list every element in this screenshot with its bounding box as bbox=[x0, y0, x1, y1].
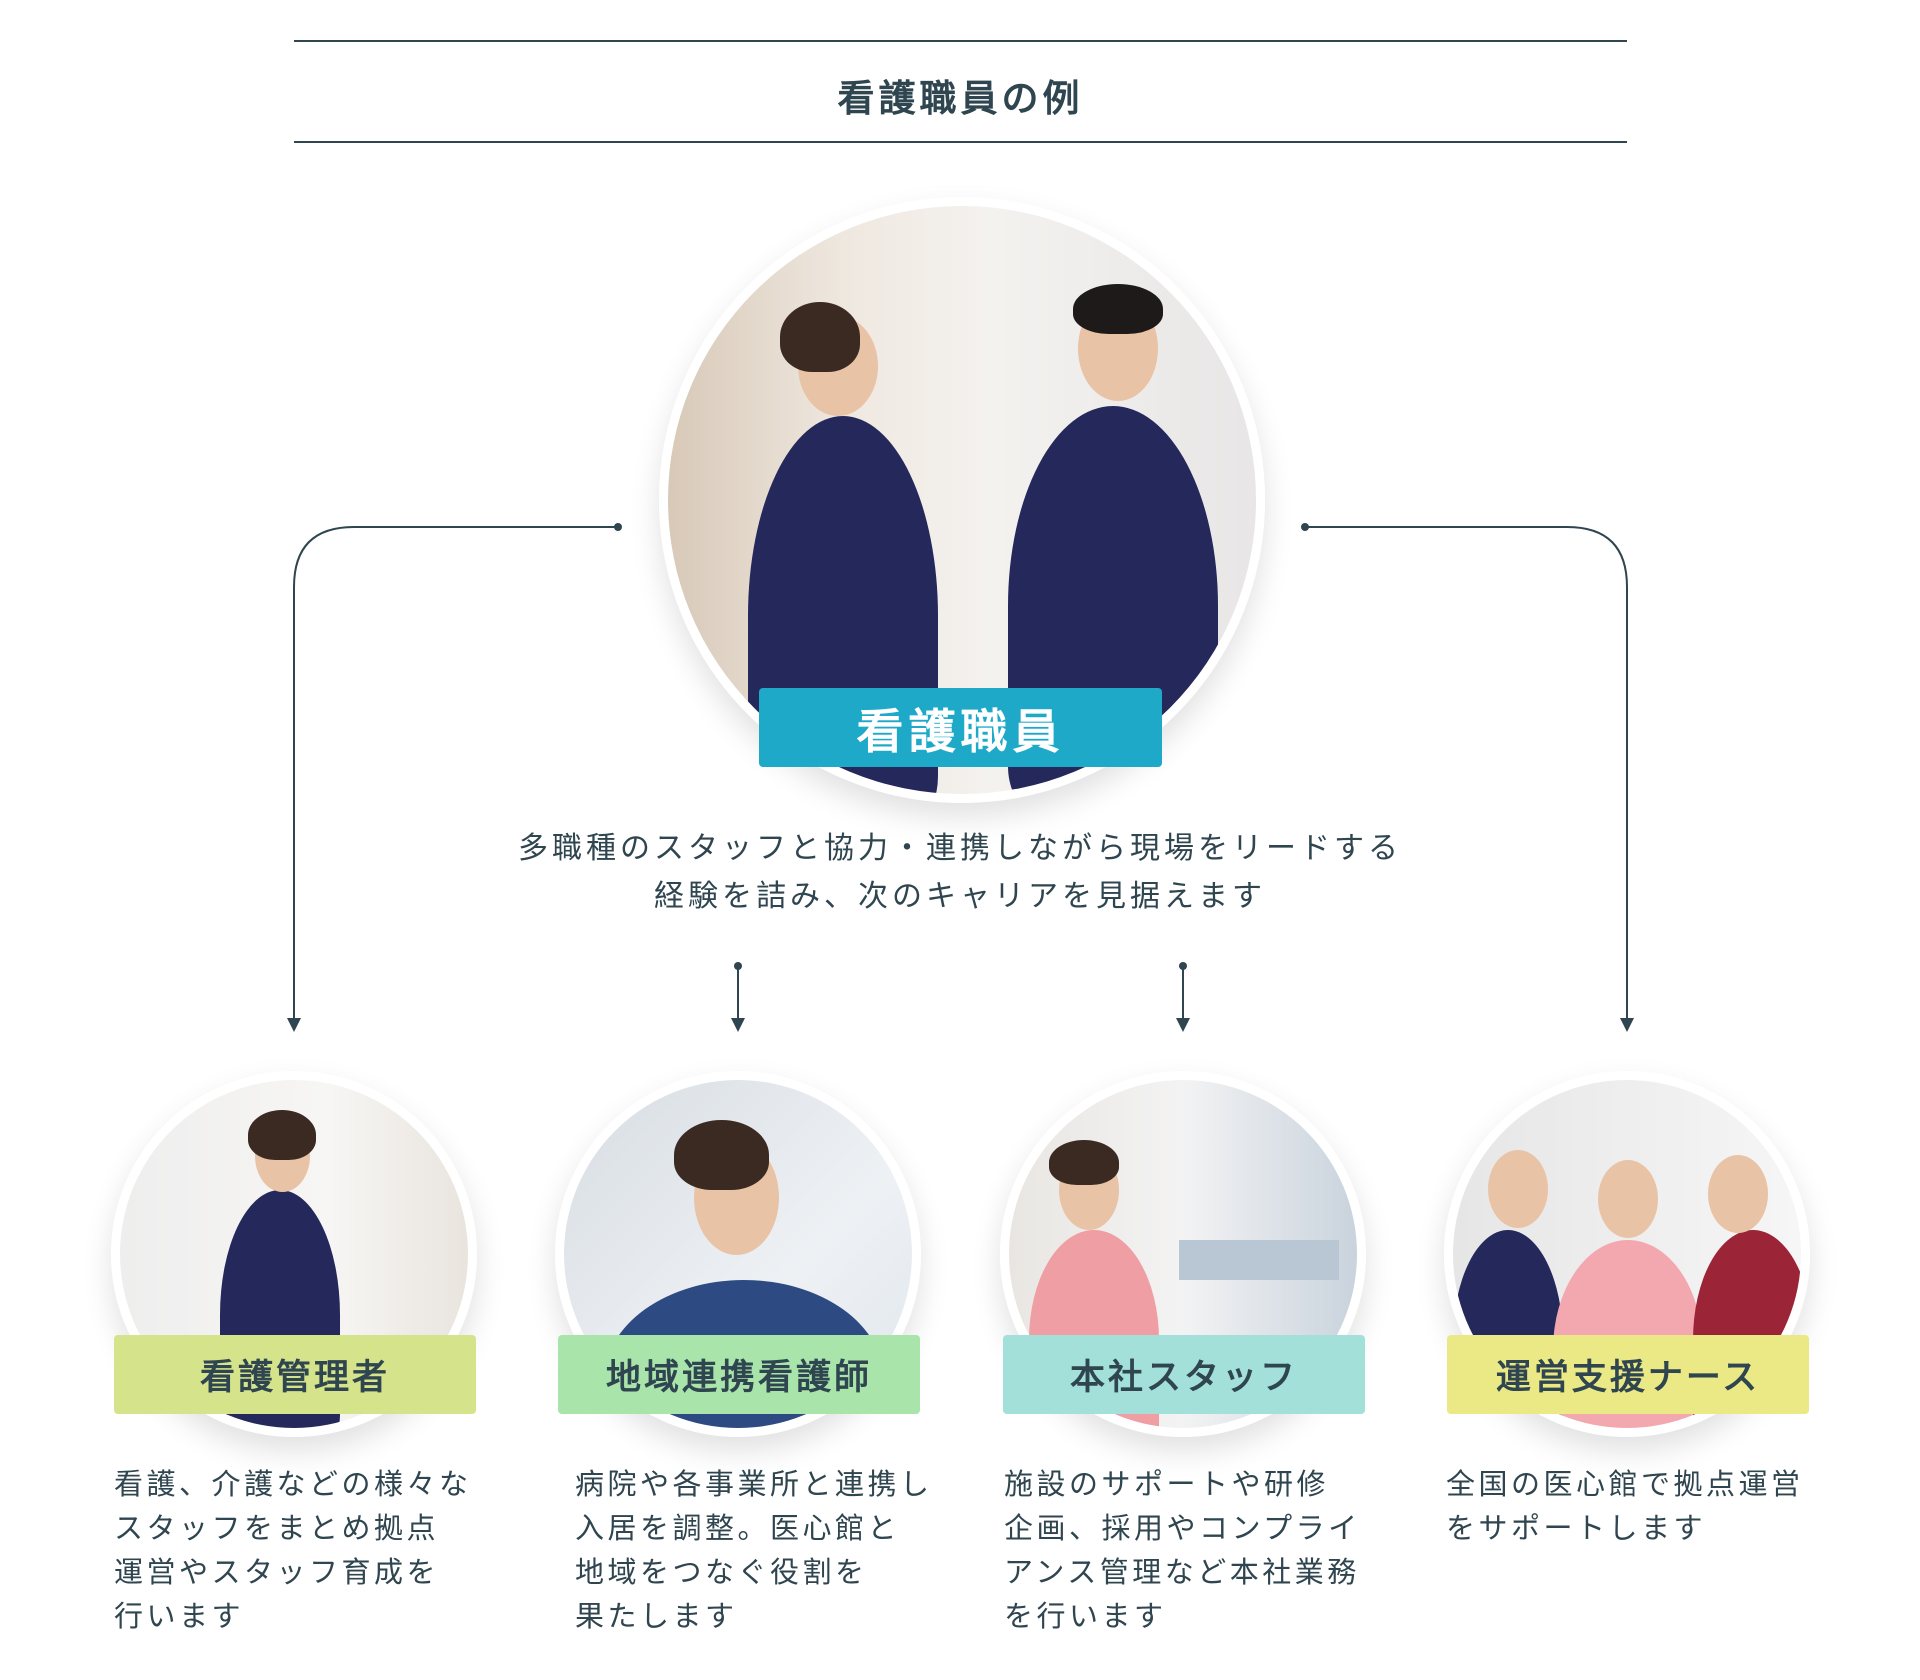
connector-right bbox=[1305, 526, 1628, 1028]
main-description-line: 経験を詰み、次のキャリアを見据えます bbox=[654, 879, 1266, 914]
connector-left bbox=[293, 526, 618, 1028]
role-label-head-office-staff: 本社スタッフ bbox=[1003, 1335, 1365, 1414]
title-bottom-rule bbox=[294, 141, 1627, 143]
role-label-community-nurse: 地域連携看護師 bbox=[558, 1335, 920, 1414]
role-description-support-nurse: 全国の医心館で拠点運営 をサポートします bbox=[1446, 1467, 1804, 1545]
arrow-head-icon bbox=[731, 1018, 745, 1032]
role-description-head-office-staff: 施設のサポートや研修 企画、採用やコンプライ アンス管理など本社業務 を行います bbox=[1004, 1467, 1361, 1633]
role-description-nurse-manager: 看護、介護などの様々な スタッフをまとめ拠点 運営やスタッフ育成を 行います bbox=[114, 1467, 472, 1633]
main-description-line: 多職種のスタッフと協力・連携しながら現場をリードする bbox=[518, 831, 1402, 866]
arrow-head-icon bbox=[287, 1018, 301, 1032]
arrow-head-icon bbox=[1620, 1018, 1634, 1032]
role-label-nurse-manager: 看護管理者 bbox=[114, 1335, 476, 1414]
arrow-head-icon bbox=[1176, 1018, 1190, 1032]
section-title: 看護職員の例 bbox=[837, 77, 1084, 120]
main-description: 多職種のスタッフと協力・連携しながら現場をリードする 経験を詰み、次のキャリアを… bbox=[300, 825, 1620, 921]
role-description-community-nurse: 病院や各事業所と連携し 入居を調整。医心館と 地域をつなぐ役割を 果たします bbox=[575, 1467, 933, 1633]
main-role-label: 看護職員 bbox=[759, 688, 1162, 767]
title-top-rule bbox=[294, 40, 1627, 42]
role-label-support-nurse: 運営支援ナース bbox=[1447, 1335, 1809, 1414]
